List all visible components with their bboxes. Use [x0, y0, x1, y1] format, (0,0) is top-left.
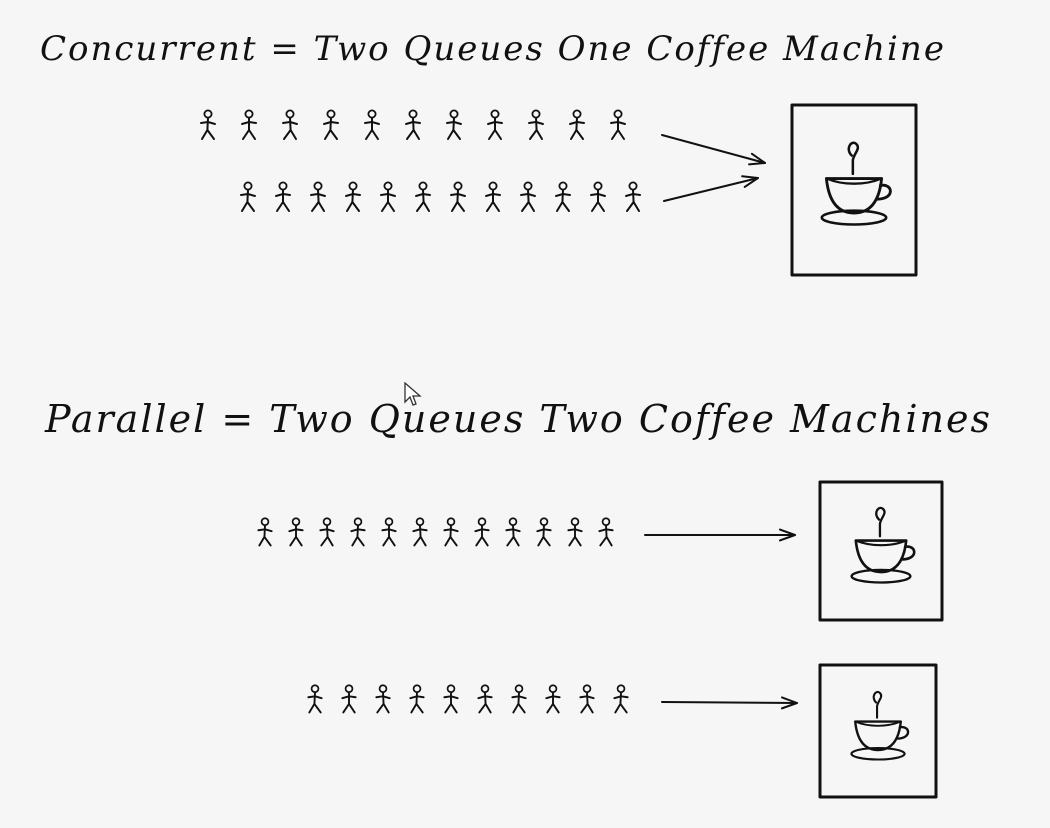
concurrent-section	[200, 103, 918, 277]
stick-figure	[590, 181, 606, 212]
stick-figure	[275, 181, 291, 212]
stick-figure	[505, 517, 521, 547]
coffee-cup-icon	[850, 506, 916, 584]
stick-figure	[409, 684, 425, 714]
stick-figure	[319, 517, 335, 547]
stick-figure	[579, 684, 595, 714]
mouse-pointer-icon	[404, 382, 422, 406]
stick-figure	[241, 109, 257, 140]
stick-figure	[555, 181, 571, 212]
parallel-title: Parallel = Two Queues Two Coffee Machine…	[44, 397, 992, 441]
coffee-machine	[790, 103, 918, 277]
stick-figure	[443, 684, 459, 714]
stick-figure	[477, 684, 493, 714]
stick-figure	[520, 181, 536, 212]
coffee-machine	[818, 663, 938, 799]
arrow	[661, 134, 766, 166]
queue	[307, 684, 629, 714]
stick-figure	[381, 517, 397, 547]
stick-figure	[450, 181, 466, 212]
stick-figure	[412, 517, 428, 547]
stick-figure	[341, 684, 357, 714]
coffee-cup-icon	[820, 141, 892, 226]
stick-figure	[446, 109, 462, 140]
stick-figure	[375, 684, 391, 714]
stick-figure	[345, 181, 361, 212]
stick-figure	[282, 109, 298, 140]
stick-figure	[511, 684, 527, 714]
stick-figure	[257, 517, 273, 547]
concurrent-title: Concurrent = Two Queues One Coffee Machi…	[40, 29, 946, 69]
stick-figure	[200, 109, 216, 140]
arrow	[644, 528, 796, 542]
stick-figure	[323, 109, 339, 140]
stick-figure	[545, 684, 561, 714]
queue	[240, 181, 641, 212]
arrow	[663, 175, 759, 202]
stick-figure	[240, 181, 256, 212]
stick-figure	[364, 109, 380, 140]
stick-figure	[613, 684, 629, 714]
stick-figure	[598, 517, 614, 547]
queue	[200, 109, 626, 140]
stick-figure	[625, 181, 641, 212]
stick-figure	[443, 517, 459, 547]
stick-figure	[350, 517, 366, 547]
stick-figure	[536, 517, 552, 547]
stick-figure	[485, 181, 501, 212]
stick-figure	[307, 684, 323, 714]
stick-figure	[405, 109, 421, 140]
stick-figure	[474, 517, 490, 547]
parallel-section	[257, 480, 944, 799]
stick-figure	[288, 517, 304, 547]
coffee-cup-icon	[850, 691, 910, 761]
stick-figure	[569, 109, 585, 140]
stick-figure	[380, 181, 396, 212]
coffee-machine	[818, 480, 944, 622]
stick-figure	[310, 181, 326, 212]
arrow	[661, 696, 798, 710]
stick-figure	[528, 109, 544, 140]
stick-figure	[415, 181, 431, 212]
queue	[257, 517, 614, 547]
stick-figure	[567, 517, 583, 547]
stick-figure	[487, 109, 503, 140]
stick-figure	[610, 109, 626, 140]
